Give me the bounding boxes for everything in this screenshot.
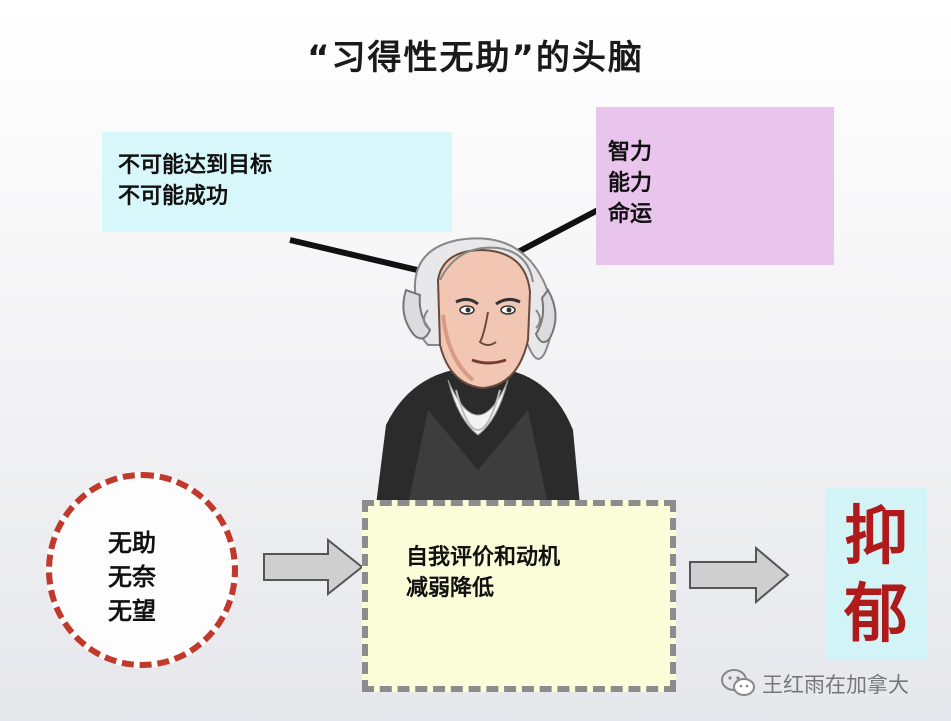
- outcome-char: 郁: [844, 577, 908, 652]
- watermark-text: 王红雨在加拿大: [762, 673, 909, 697]
- wechat-icon: [721, 669, 755, 696]
- outcome-box: 抑 郁: [825, 488, 927, 660]
- result-line: 减弱降低: [406, 576, 495, 601]
- thought-line: 不可能成功: [118, 184, 229, 209]
- feeling-line: 无助: [108, 529, 156, 557]
- feeling-line: 无奈: [108, 563, 156, 591]
- fixed-traits-box: 智力 能力 命运: [596, 107, 834, 265]
- trait-line: 命运: [608, 202, 653, 227]
- feeling-line: 无望: [108, 597, 156, 625]
- thought-box: 不可能达到目标 不可能成功: [102, 132, 452, 232]
- watermark: 王红雨在加拿大: [718, 666, 946, 700]
- portrait-illustration: [376, 237, 580, 505]
- result-line: 自我评价和动机: [406, 545, 561, 570]
- thought-line: 不可能达到目标: [118, 153, 273, 178]
- trait-line: 能力: [608, 171, 653, 196]
- feelings-circle: 无助 无奈 无望: [46, 472, 238, 668]
- diagram-title: “习得性无助”的头脑: [307, 38, 644, 78]
- outcome-char: 抑: [844, 499, 908, 574]
- arrow-to-result: [263, 538, 364, 596]
- result-box: 自我评价和动机 减弱降低: [362, 500, 676, 692]
- trait-line: 智力: [608, 140, 653, 165]
- arrow-to-outcome: [689, 546, 790, 604]
